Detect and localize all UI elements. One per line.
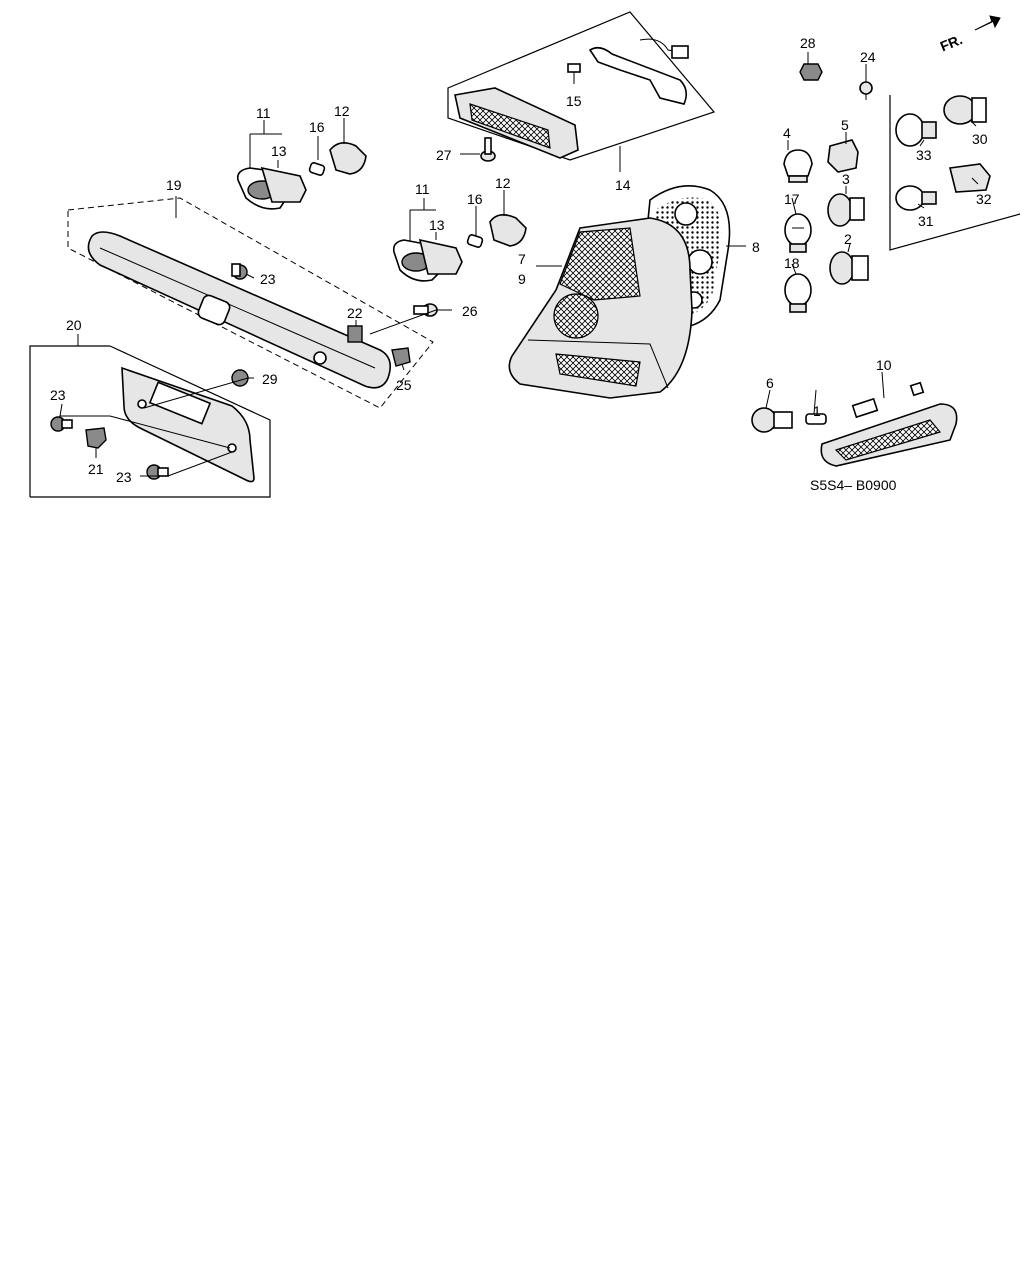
callout-24: 24	[860, 49, 876, 65]
socket-30	[943, 95, 987, 125]
callout-25: 25	[396, 377, 412, 393]
socket-12-right	[489, 214, 527, 247]
callout-7: 7	[518, 251, 526, 267]
callout-16-upper: 16	[309, 119, 325, 135]
bolt-27	[480, 137, 496, 162]
socket-3	[827, 193, 865, 227]
bulb-1	[805, 413, 827, 425]
callout-9: 9	[518, 271, 526, 287]
callout-1: 1	[813, 403, 821, 419]
screw-23-lower	[146, 464, 169, 480]
garnish-hole	[313, 351, 327, 365]
bracket-window	[148, 381, 212, 425]
rear-garnish	[87, 231, 391, 389]
callout-31: 31	[918, 213, 934, 229]
callout-labels: 1 2 3 4 5 6 7 8 9 10 11 11 12 12 13 13 1…	[50, 35, 992, 485]
front-direction-indicator: FR.	[938, 15, 1001, 54]
socket-2	[829, 251, 869, 285]
light-bracket	[588, 46, 688, 105]
callout-23-lower: 23	[116, 469, 132, 485]
clip-25	[391, 347, 411, 367]
callout-15: 15	[566, 93, 582, 109]
group-19-outline	[67, 197, 434, 409]
callout-23-upper: 23	[260, 271, 276, 287]
taillight-assembly	[508, 184, 731, 399]
license-lens-13-left	[260, 166, 307, 203]
callout-27: 27	[436, 147, 452, 163]
callout-22: 22	[347, 305, 363, 321]
taillight-lens-7-9	[508, 217, 693, 399]
callout-12-lower: 12	[495, 175, 511, 191]
callout-14: 14	[615, 177, 631, 193]
bulb-31	[895, 185, 937, 211]
bulb-17	[784, 213, 812, 253]
callout-26: 26	[462, 303, 478, 319]
license-light-lower	[392, 209, 527, 282]
callout-3: 3	[842, 171, 850, 187]
socket-32	[949, 163, 991, 193]
front-direction-label: FR.	[938, 31, 965, 54]
bulb-18	[784, 273, 812, 313]
callout-2: 2	[844, 231, 852, 247]
callout-23-left: 23	[50, 387, 66, 403]
license-lens-13-right	[418, 238, 463, 275]
socket-6	[751, 407, 793, 433]
license-light-upper	[236, 133, 367, 210]
part-19-rear-garnish-group	[67, 197, 434, 409]
callout-11-upper: 11	[256, 105, 271, 121]
screw-24	[859, 81, 873, 100]
nut-22	[347, 325, 363, 343]
bulb-33	[895, 113, 937, 147]
screw-23-upper	[231, 263, 248, 280]
callout-10: 10	[876, 357, 892, 373]
group-14-outline	[447, 11, 716, 161]
screw-23-left	[50, 416, 73, 432]
callout-30: 30	[972, 131, 988, 147]
socket-12-left	[329, 142, 367, 175]
nut-29	[231, 369, 249, 387]
diagram-code: S5S4– B0900	[810, 477, 897, 493]
callout-19: 19	[166, 177, 182, 193]
callout-8: 8	[752, 239, 760, 255]
callout-13-lower: 13	[429, 217, 445, 233]
part-20-license-bracket-group	[29, 345, 271, 498]
callout-28: 28	[800, 35, 816, 51]
callout-17: 17	[784, 191, 800, 207]
side-marker-assembly	[751, 381, 958, 467]
callout-33: 33	[916, 147, 932, 163]
bulb-16-right	[466, 234, 484, 248]
bulb-15	[567, 63, 581, 73]
bulb-group-30-33	[889, 95, 1021, 251]
socket-5	[827, 139, 859, 173]
callout-32: 32	[976, 191, 992, 207]
garnish-emblem	[197, 294, 231, 326]
bulb-16-left	[308, 162, 326, 176]
leader-lines	[59, 52, 979, 477]
part-14-high-mount-light-group	[447, 11, 716, 161]
callout-29: 29	[262, 371, 278, 387]
grommet-21	[85, 427, 107, 449]
bulb-4	[783, 149, 813, 183]
callout-13-upper: 13	[271, 143, 287, 159]
clip-28	[799, 63, 823, 81]
callout-11-lower: 11	[415, 181, 430, 197]
callout-21: 21	[88, 461, 104, 477]
callout-16-lower: 16	[467, 191, 483, 207]
front-arrow-icon	[974, 15, 1001, 31]
callout-20: 20	[66, 317, 82, 333]
callout-6: 6	[766, 375, 774, 391]
callout-12-upper: 12	[334, 103, 350, 119]
fasteners	[50, 63, 873, 480]
callout-18: 18	[784, 255, 800, 271]
callout-4: 4	[783, 125, 791, 141]
callout-5: 5	[841, 117, 849, 133]
